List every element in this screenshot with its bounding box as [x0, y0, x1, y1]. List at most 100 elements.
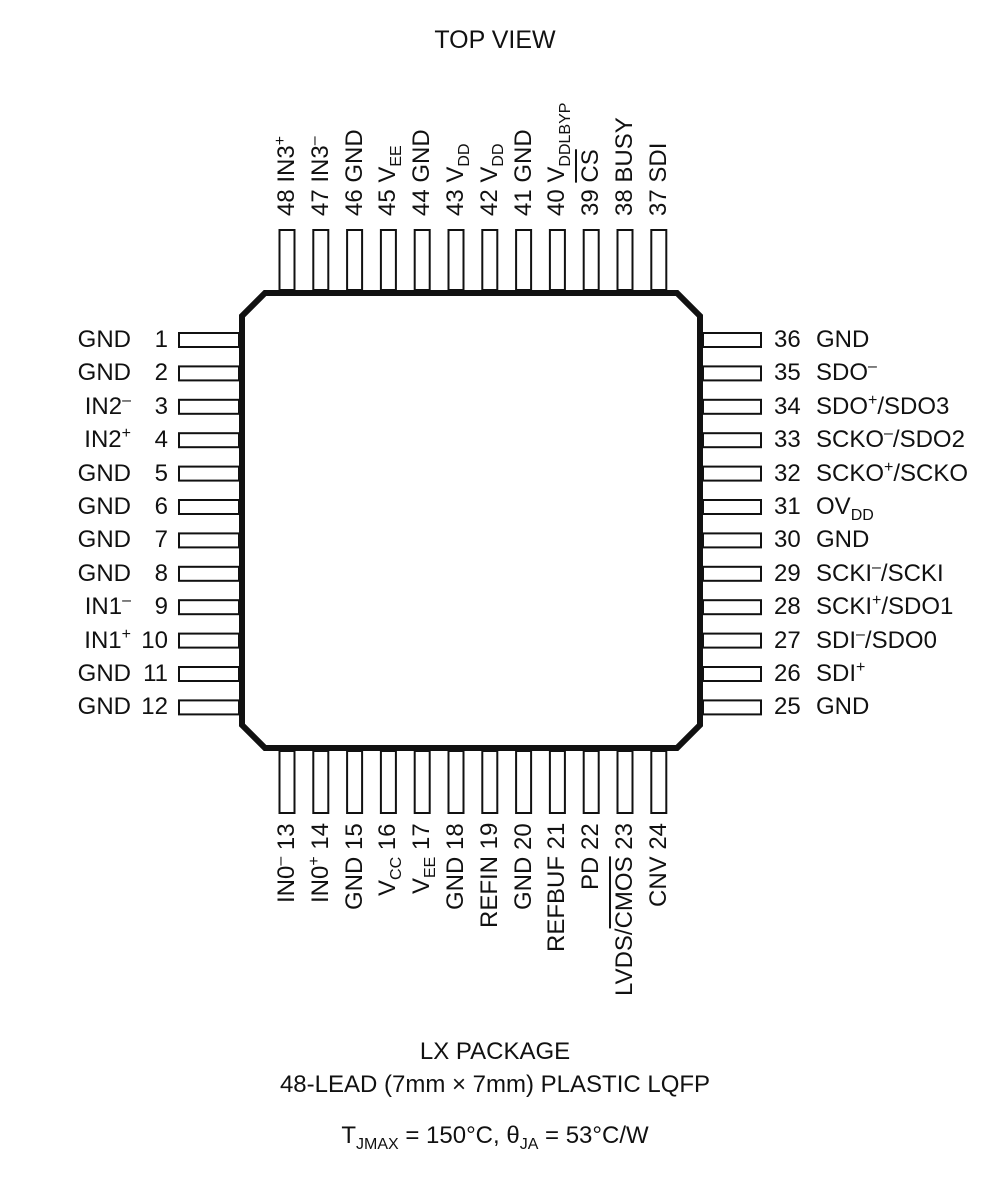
- pin-lead-top: [346, 229, 364, 291]
- pin-label-top: 43 VDD: [442, 144, 473, 217]
- pin-name-suffix: /SCKO: [893, 459, 969, 487]
- pin-name-text: V: [543, 166, 571, 183]
- pin-lead-right: [702, 699, 762, 716]
- pin-number: 38: [611, 182, 638, 216]
- pin-name-text: GND: [77, 559, 131, 587]
- pin-name-text: V: [374, 879, 402, 896]
- pin-name: GND: [78, 328, 131, 352]
- pin-lead-bottom: [481, 750, 499, 814]
- pin-lead-left: [178, 365, 240, 382]
- pin-lead-top: [515, 229, 533, 291]
- pin-lead-left: [178, 332, 240, 348]
- top-view-title: TOP VIEW: [434, 26, 556, 54]
- pin-name-text: CS: [577, 149, 605, 183]
- pin-name-superscript: –: [856, 625, 865, 643]
- pin-number: 41: [509, 182, 537, 216]
- pin-name-text: IN3: [306, 145, 334, 183]
- pin-lead-top: [548, 229, 566, 291]
- pin-name-text: SCKI: [816, 559, 873, 587]
- pin-lead-left: [178, 699, 240, 716]
- pin-label-bottom: GND 18: [442, 823, 469, 910]
- pin-lead-top: [650, 229, 668, 291]
- pin-name-text: IN3: [273, 145, 300, 183]
- pin-label-bottom: VCC 16: [374, 824, 405, 897]
- pin-lead-right: [702, 599, 762, 616]
- pin-lead-bottom: [616, 750, 634, 814]
- pin-name-text: GND: [816, 526, 870, 554]
- pin-lead-left: [178, 599, 240, 616]
- tjmax-symbol: T: [341, 1122, 356, 1149]
- pin-name-overline: CMOS: [611, 856, 638, 929]
- pin-name-text: SCKO: [816, 426, 885, 454]
- pin-number: 46: [340, 182, 368, 216]
- pin-name-text: GND: [408, 129, 436, 183]
- pin-number: 21: [543, 822, 571, 856]
- pin-name-text: IN1: [84, 626, 122, 654]
- pin-name-text: PD: [577, 856, 605, 890]
- pin-name-superscript: +: [884, 458, 894, 476]
- pin-name-suffix: /SDO0: [864, 626, 937, 654]
- pin-name-text: BUSY: [611, 117, 638, 183]
- pin-name-superscript: +: [305, 856, 323, 866]
- pin-lead-bottom: [312, 750, 330, 814]
- pin-lead-right: [702, 532, 762, 549]
- pin-number: 28: [774, 593, 801, 621]
- pin-number: 40: [543, 182, 571, 216]
- pin-label-top: 40 VDDLBYP: [543, 103, 574, 216]
- pin-label-bottom: CNV 24: [644, 822, 672, 907]
- pin-label-top: 45 VEE: [374, 145, 405, 216]
- pin-number: 12: [141, 693, 168, 721]
- pin-name: GND: [78, 495, 131, 519]
- pin-name: IN2–: [85, 391, 131, 419]
- pin-name-superscript: –: [868, 358, 877, 376]
- pin-label-top: 37 SDI: [644, 143, 672, 216]
- pin-number: 30: [774, 526, 801, 554]
- pin-name-text: SDO: [816, 359, 869, 387]
- thermal-specs: TJMAX = 150°C, θJA = 53°C/W: [0, 1122, 990, 1153]
- pin-name: GND: [77, 559, 131, 587]
- pin-name-subscript: EE: [422, 856, 440, 878]
- pin-number: 10: [141, 626, 168, 654]
- pin-name-superscript: –: [884, 425, 893, 443]
- pin-name-text: IN0: [306, 865, 334, 903]
- pin-lead-right: [702, 465, 762, 482]
- pin-name-text: V: [374, 166, 402, 183]
- pin-number: 45: [374, 182, 402, 216]
- pin-lead-left: [178, 398, 240, 415]
- pin-name: IN1+: [84, 626, 131, 654]
- pin-number: 32: [774, 459, 801, 487]
- pin-name-text: GND: [340, 129, 368, 183]
- pin-label-bottom: REFBUF 21: [543, 822, 571, 952]
- pin-name-subscript: DD: [850, 507, 874, 524]
- pin-number: 36: [774, 326, 801, 353]
- pin-lead-bottom: [447, 750, 465, 814]
- pin-name-text: SDI: [816, 626, 857, 654]
- pin-name: GND: [78, 695, 131, 719]
- pin-name-text: GND: [77, 493, 131, 520]
- pin-number: 24: [644, 822, 672, 857]
- pin-number: 17: [408, 823, 436, 857]
- pin-name-superscript: –: [122, 391, 131, 409]
- pin-name-superscript: +: [872, 592, 882, 610]
- pin-lead-left: [178, 565, 240, 582]
- pin-name-text: GND: [816, 693, 870, 721]
- pin-lead-left: [178, 499, 240, 515]
- pin-number: 43: [442, 182, 469, 216]
- pin-number: 42: [475, 182, 503, 216]
- pin-name: SDO–: [816, 358, 877, 387]
- pin-name-suffix: /SDO1: [881, 593, 954, 621]
- pin-number: 31: [774, 493, 801, 520]
- pin-lead-bottom: [515, 750, 533, 814]
- pin-lead-left: [178, 666, 240, 682]
- pin-name-superscript: +: [272, 135, 289, 146]
- pin-number: 35: [774, 359, 801, 387]
- pin-name-text: CNV: [644, 856, 672, 907]
- pin-number: 27: [774, 626, 801, 654]
- pin-lead-right: [702, 632, 762, 649]
- pin-name: IN1–: [85, 593, 131, 619]
- pin-label-bottom: LVDS/CMOS 23: [611, 823, 638, 996]
- pin-number: 37: [644, 182, 672, 216]
- pin-label-top: 46 GND: [340, 129, 368, 216]
- pin-lead-bottom: [379, 750, 397, 814]
